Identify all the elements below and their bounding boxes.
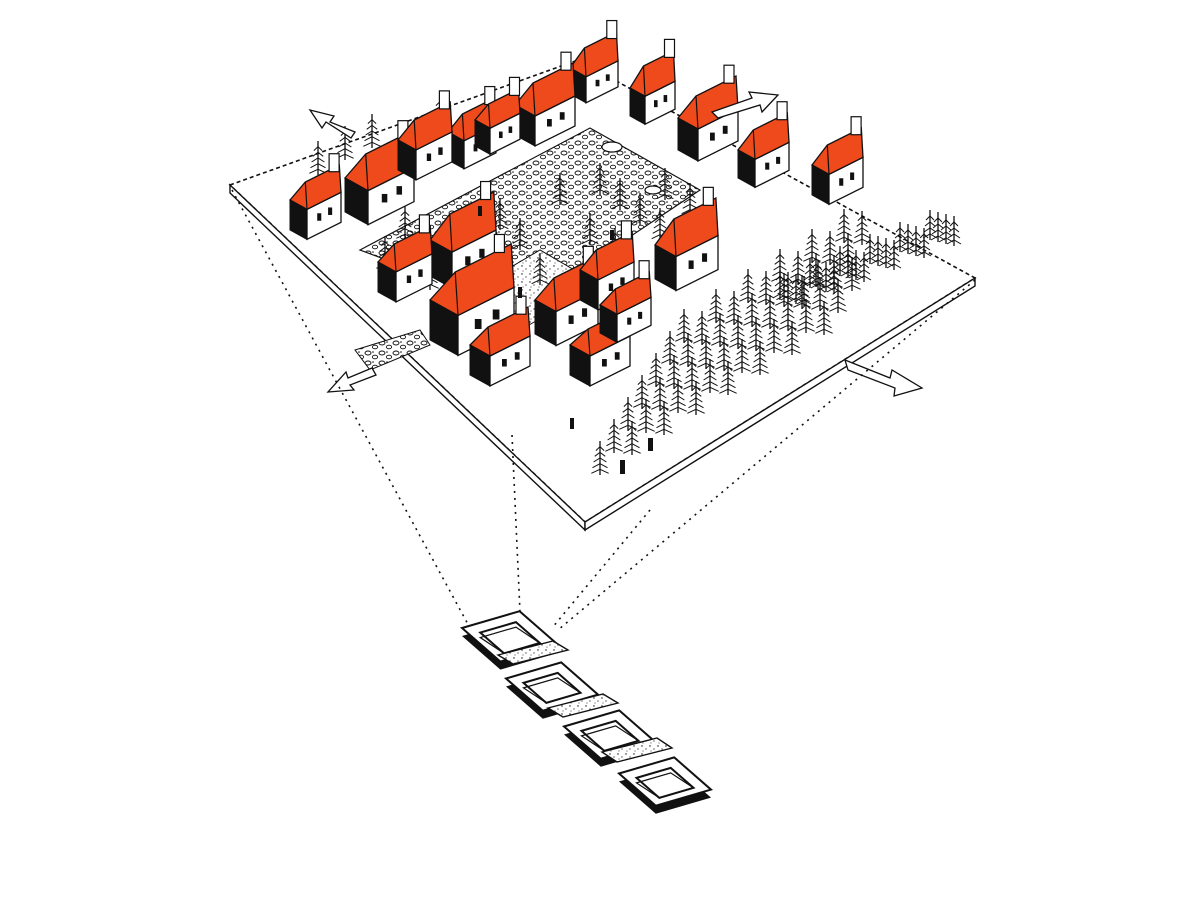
conifer-tree <box>647 353 665 387</box>
conifer-tree <box>780 272 796 302</box>
conifer-tree <box>892 222 908 252</box>
conifer-tree <box>900 224 916 254</box>
conifer-tree <box>591 163 609 195</box>
front-path <box>354 329 431 371</box>
conifer-tree <box>832 246 848 276</box>
conifer-tree <box>633 375 651 409</box>
arrow-northwest <box>308 108 356 139</box>
house <box>343 120 415 226</box>
square-module-chain <box>459 610 714 814</box>
house <box>428 233 515 357</box>
conifer-tree <box>840 248 856 278</box>
projection-lines <box>231 189 976 631</box>
conifer-tree <box>811 277 829 311</box>
conifer-tree <box>772 270 788 300</box>
conifer-tree <box>656 168 674 200</box>
module-link <box>496 640 570 665</box>
conifer-tree <box>661 331 679 365</box>
conifer-tree <box>803 229 821 263</box>
conifer-tree <box>856 252 872 282</box>
conifer-tree <box>605 419 623 453</box>
conifer-tree <box>675 309 693 343</box>
house <box>288 153 342 241</box>
conifer-tree <box>551 173 569 205</box>
house <box>598 260 652 344</box>
conifer-tree <box>788 274 804 304</box>
house <box>468 295 531 388</box>
conifer-tree <box>531 253 549 285</box>
house <box>811 116 864 206</box>
conifer-tree <box>922 210 938 240</box>
conifer-tree <box>938 214 954 244</box>
conifer-tree <box>810 260 826 290</box>
conifer-tree <box>697 335 715 369</box>
conifer-tree <box>631 193 649 225</box>
module-link <box>600 737 674 763</box>
house <box>569 19 619 104</box>
arrow-northeast <box>710 91 780 119</box>
house <box>397 90 453 181</box>
square-module <box>561 709 659 767</box>
house-cluster <box>288 19 864 388</box>
conifer-tree <box>886 240 902 270</box>
house <box>737 101 790 189</box>
courtyard-well <box>644 185 662 195</box>
conifer-tree <box>826 264 842 294</box>
conifer-tree <box>870 236 886 266</box>
conifer-tree <box>725 291 743 325</box>
direction-arrows <box>308 91 924 397</box>
conifer-tree <box>693 311 711 345</box>
courtyard-well <box>601 141 623 153</box>
conifer-tree <box>916 228 932 258</box>
conifer-tree <box>930 212 946 242</box>
house <box>473 76 521 156</box>
square-module <box>616 756 714 814</box>
conifer-tree <box>908 226 924 256</box>
house <box>677 64 739 163</box>
conifer-tree <box>802 258 818 288</box>
conifer-tree <box>946 216 962 246</box>
conifer-tree <box>707 289 725 323</box>
conifer-tree <box>878 238 894 268</box>
conifer-tree <box>818 262 834 292</box>
conifer-tree <box>309 141 327 175</box>
house <box>654 186 719 292</box>
people-figures <box>478 206 653 474</box>
conifer-tree <box>862 234 878 264</box>
conifer-tree <box>591 441 609 475</box>
conifer-tree <box>757 271 775 305</box>
conifer-tree <box>611 178 629 210</box>
conifer-tree <box>511 218 529 250</box>
module-link <box>546 693 620 718</box>
arrow-southwest <box>326 367 377 393</box>
conifer-tree <box>619 397 637 431</box>
house <box>629 38 676 126</box>
conifer-tree <box>796 276 812 306</box>
conifer-tree <box>848 250 864 280</box>
arrow-southeast <box>843 358 924 397</box>
conifer-tree <box>581 213 599 245</box>
house <box>376 214 433 303</box>
conifer-tree <box>363 114 381 148</box>
conifer-tree <box>743 293 761 327</box>
conifer-tree <box>396 206 414 240</box>
conifer-tree <box>739 269 757 303</box>
conifer-tree <box>835 209 853 243</box>
